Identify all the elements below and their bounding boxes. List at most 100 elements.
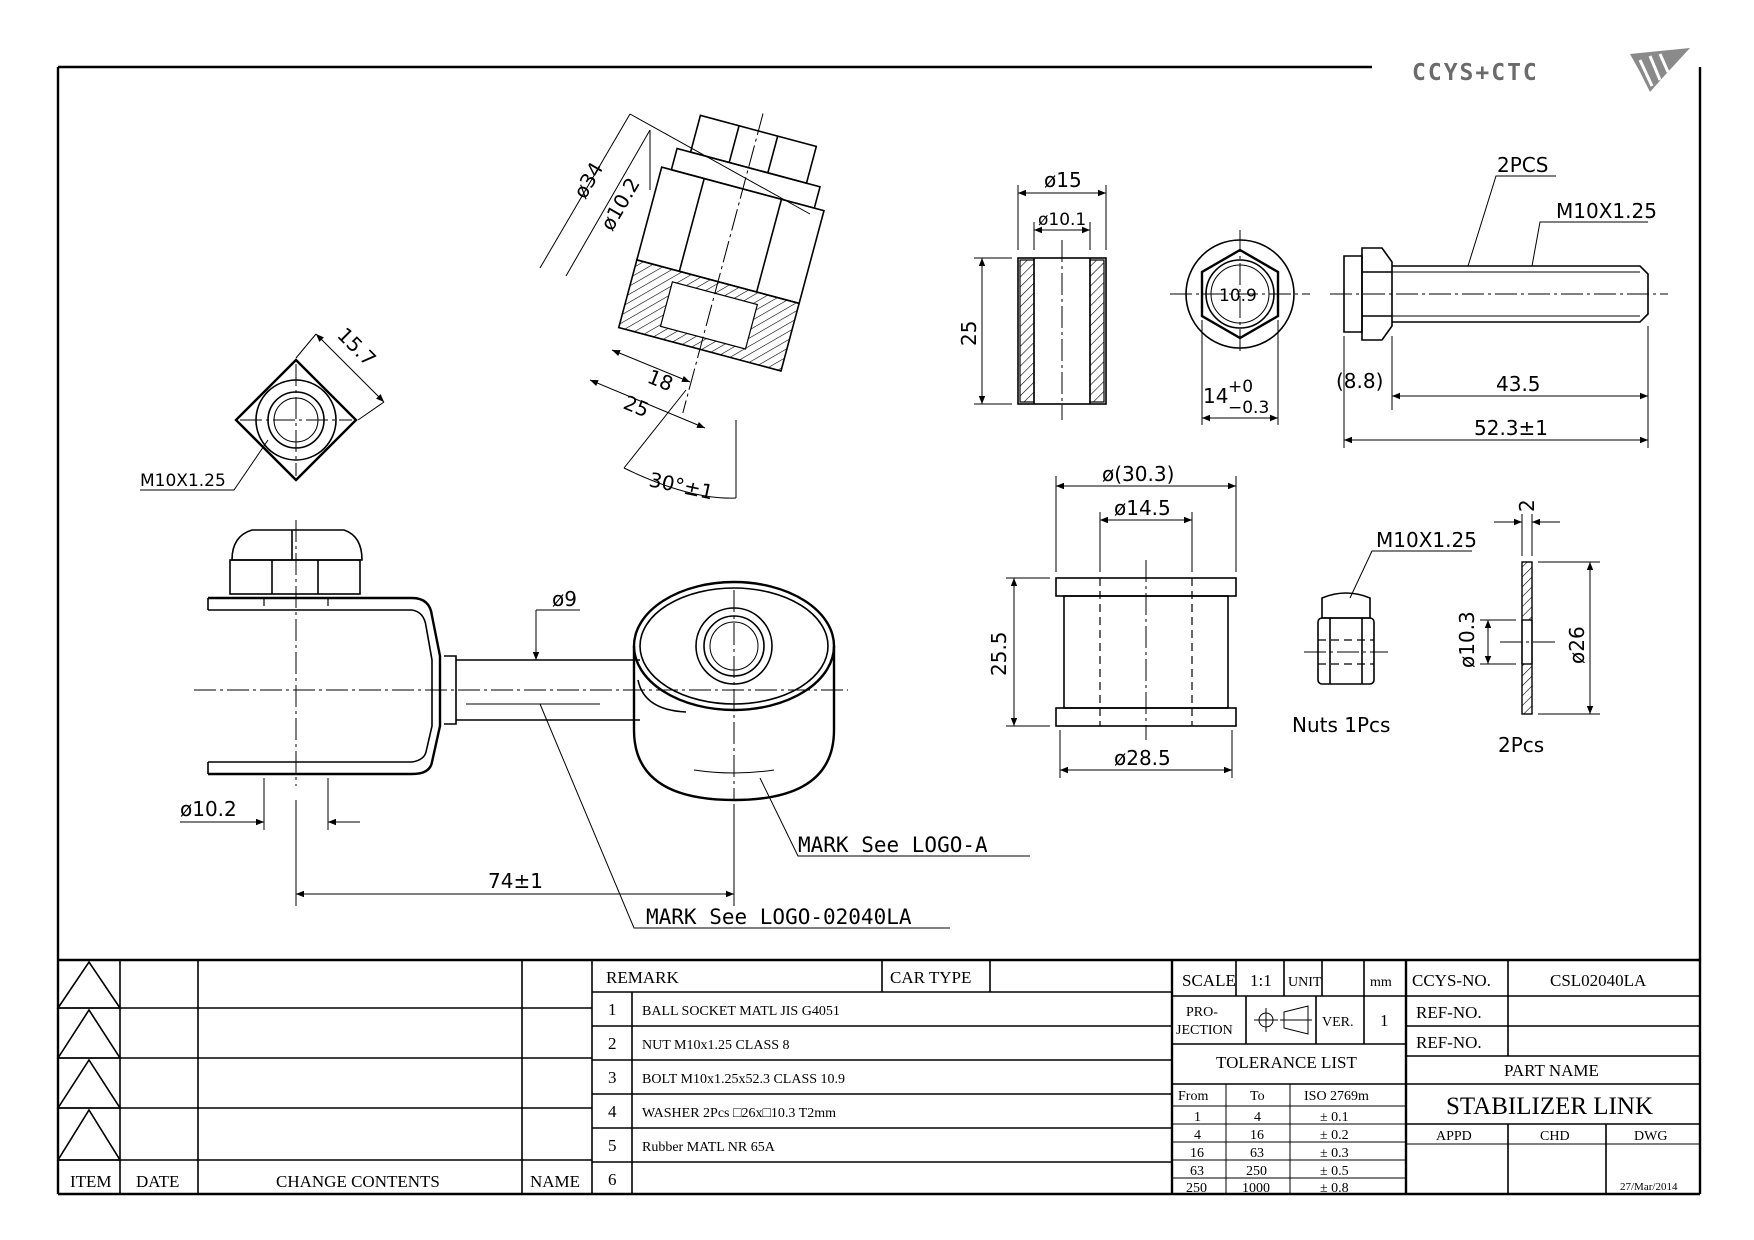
dim-nut-height: 14 [1203,384,1228,408]
projection-symbol-icon [1254,1005,1312,1035]
dim-link-rod: ø9 [552,587,577,611]
remark-row-no: 1 [608,1000,617,1019]
header-change-contents: CHANGE CONTENTS [276,1172,440,1191]
dim-washer-od: ø26 [1565,626,1589,664]
title-block-right: CCYS-NO. CSL02040LA REF-NO. REF-NO. PART… [1412,971,1678,1193]
part-name-label: PART NAME [1504,1061,1599,1080]
tolerance-value: ± 0.1 [1320,1110,1349,1125]
dim-washer-id: ø10.3 [1455,611,1479,668]
scale-label: SCALE [1182,971,1236,990]
dim-bushing-len: 25 [957,321,981,346]
chd-label: CHD [1540,1129,1570,1144]
lock-nut-view: M10X1.25 Nuts 1Pcs [1292,528,1477,737]
remark-row-text: BALL SOCKET MATL JIS G4051 [642,1004,840,1019]
dim-link-hole: ø10.2 [180,797,237,821]
remark-label: REMARK [606,968,679,987]
appd-label: APPD [1436,1129,1472,1144]
ref-no-label-2: REF-NO. [1416,1033,1482,1052]
dim-nut-across: 10.9 [1219,286,1257,306]
dim-bolt-head: (8.8) [1336,369,1383,393]
dim-ball-18: 18 [644,364,677,396]
unit-label: UNIT [1288,975,1322,990]
unit-value: mm [1370,975,1392,990]
tolerance-to: 16 [1250,1128,1264,1143]
projection-label-2: JECTION [1176,1023,1233,1038]
tolerance-title: TOLERANCE LIST [1216,1053,1357,1072]
rubber-bushing-view: ø(30.3) ø14.5 25.5 ø28.5 [987,462,1237,778]
dim-ball-d34: ø34 [569,158,609,203]
remark-row-no: 5 [608,1136,617,1155]
flange-nut-view: 10.9 14 +0 −0.3 [1170,230,1310,425]
dim-ball-angle: 30°±1 [647,467,716,504]
scale-value: 1:1 [1250,971,1272,990]
dim-nut2-thread: M10X1.25 [1376,528,1477,552]
ref-no-label-1: REF-NO. [1416,1003,1482,1022]
info-block: SCALE 1:1 UNIT mm PRO- JECTION VER. 1 TO… [1176,971,1392,1196]
part-name-value: STABILIZER LINK [1446,1093,1653,1120]
tolerance-to: 63 [1250,1146,1264,1161]
ball-socket-view: ø34 ø10.2 18 25 30°±1 [539,113,825,504]
ccys-no-label: CCYS-NO. [1412,971,1491,990]
remark-row-text: NUT M10x1.25 CLASS 8 [642,1038,790,1053]
dim-bolt-thread: M10X1.25 [1556,199,1657,223]
tolerance-value: ± 0.3 [1320,1146,1349,1161]
tolerance-to: 4 [1254,1110,1261,1125]
tolerance-to: 1000 [1242,1181,1270,1196]
caption-washer: 2Pcs [1498,733,1544,757]
remark-row-no: 4 [608,1102,617,1121]
dim-bushing-od: ø15 [1044,168,1082,192]
tolerance-std-header: ISO 2769m [1304,1089,1369,1104]
remark-row-text: WASHER 2Pcs □26x□10.3 T2mm [642,1106,836,1121]
dim-rubber-id: ø14.5 [1114,496,1171,520]
dim-ball-d102: ø10.2 [596,173,645,234]
car-type-label: CAR TYPE [890,968,971,987]
square-nut-view: 15.7 M10X1.25 [140,323,385,491]
logo-mark-icon [1630,48,1690,92]
header-item: ITEM [70,1172,112,1191]
company-logo: CCYS+CTC [1412,48,1690,92]
dim-rubber-len: 25.5 [987,631,1011,676]
tolerance-to: 250 [1246,1164,1267,1179]
logo-text: CCYS+CTC [1412,60,1539,86]
caption-nut2: Nuts 1Pcs [1292,713,1390,737]
dim-bolt-total: 52.3±1 [1474,416,1548,440]
dim-rubber-od: ø(30.3) [1102,462,1174,486]
tolerance-from: 4 [1194,1128,1201,1143]
tolerance-to-header: To [1250,1089,1265,1104]
drawing-date: 27/Mar/2014 [1620,1181,1678,1193]
dim-bolt-shank: 43.5 [1496,372,1541,396]
tolerance-from-header: From [1178,1089,1208,1104]
tolerance-value: ± 0.5 [1320,1164,1349,1179]
remark-row-no: 6 [608,1170,617,1189]
remark-row-text: Rubber MATL NR 65A [642,1140,776,1155]
dim-washer-t: 2 [1515,499,1539,512]
dim-rubber-flange: ø28.5 [1114,746,1171,770]
dim-nut-tol-minus: −0.3 [1228,398,1269,418]
sheet-border [56,65,1702,1196]
ccys-no-value: CSL02040LA [1550,971,1647,990]
dwg-label: DWG [1634,1129,1667,1144]
dim-nut-tol-plus: +0 [1228,377,1253,397]
mark-logo-02040la: MARK See LOGO-02040LA [646,905,912,929]
tolerance-from: 16 [1190,1146,1204,1161]
projection-label-1: PRO- [1186,1005,1218,1020]
header-date: DATE [136,1172,179,1191]
dim-link-length: 74±1 [488,869,543,893]
mark-logo-a: MARK See LOGO-A [798,833,988,857]
tolerance-value: ± 0.8 [1320,1181,1349,1196]
tolerance-from: 63 [1190,1164,1204,1179]
stabilizer-link-assembly: ø9 ø10.2 74±1 MARK See LOGO-A MARK See L… [180,520,1030,929]
version-value: 1 [1380,1011,1389,1030]
dim-bolt-qty: 2PCS [1497,153,1548,177]
title-block-grid [56,958,1700,1194]
bolt-view: 2PCS M10X1.25 (8.8) 43.5 52.3±1 [1330,153,1668,448]
dim-sq-nut-thread: M10X1.25 [140,471,226,491]
tolerance-value: ± 0.2 [1320,1128,1349,1143]
dim-sq-nut-size: 15.7 [332,323,380,371]
header-name: NAME [530,1172,580,1191]
tolerance-from: 1 [1194,1110,1201,1125]
remark-row-no: 3 [608,1068,617,1087]
version-label: VER. [1322,1015,1354,1030]
dim-bushing-id: ø10.1 [1038,210,1086,230]
